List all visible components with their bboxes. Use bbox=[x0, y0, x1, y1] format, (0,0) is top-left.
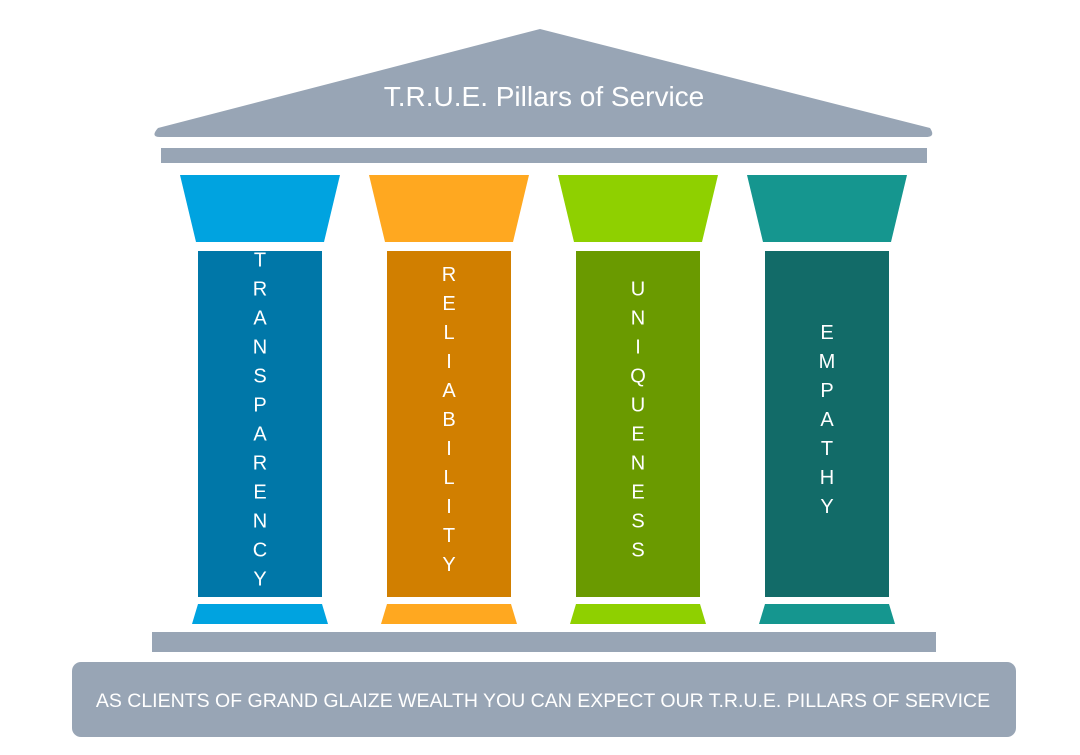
roof bbox=[154, 29, 933, 137]
architrave-beam bbox=[161, 148, 927, 163]
pillar-capital bbox=[369, 175, 529, 242]
stylobate-step bbox=[152, 632, 936, 652]
pillar-shaft bbox=[198, 251, 322, 597]
pillar-capital bbox=[558, 175, 718, 242]
pillar-shaft bbox=[765, 251, 889, 597]
pillar-shaft bbox=[387, 251, 511, 597]
pillar-base bbox=[381, 604, 517, 624]
foundation bbox=[72, 662, 1016, 737]
pillar-base bbox=[570, 604, 706, 624]
roof-title: T.R.U.E. Pillars of Service bbox=[384, 81, 705, 112]
pillar-capital bbox=[747, 175, 907, 242]
pillar-shaft bbox=[576, 251, 700, 597]
pillar-base bbox=[192, 604, 328, 624]
foundation-text: AS CLIENTS OF GRAND GLAIZE WEALTH YOU CA… bbox=[96, 690, 990, 712]
pillar-capital bbox=[180, 175, 340, 242]
pillar-base bbox=[759, 604, 895, 624]
